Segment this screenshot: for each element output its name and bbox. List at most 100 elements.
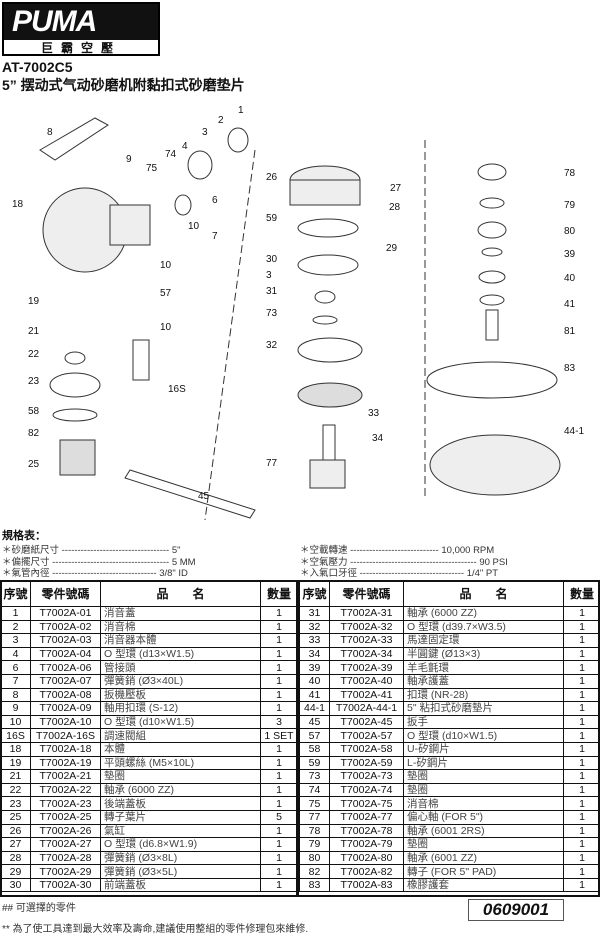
quantity: 1 — [563, 850, 600, 866]
part-number: T7002A-30 — [30, 877, 101, 893]
part-number: T7002A-22 — [30, 782, 101, 798]
part-name: 扣環 (NR-28) — [403, 687, 564, 703]
part-index: 78 — [299, 823, 330, 839]
part-number: T7002A-40 — [329, 673, 404, 689]
bearing-78-part — [477, 163, 507, 181]
part-index: 59 — [299, 755, 330, 771]
quantity: 1 — [563, 782, 600, 798]
spec-item: ＊空載轉速 ---------------------------- 10,00… — [300, 545, 495, 556]
washer-79-part — [479, 197, 505, 209]
part-index: 75 — [299, 796, 330, 811]
callout-label: 26 — [266, 172, 278, 183]
part-index: 28 — [0, 850, 31, 866]
spec-item: ＊入氣口牙徑 ---------------------------------… — [300, 568, 499, 579]
part-name: 墊圈 — [403, 782, 564, 798]
part-name: 羊毛氈環 — [403, 660, 564, 675]
part-number: T7002A-02 — [30, 619, 101, 635]
bearing-22-part — [64, 351, 86, 365]
callout-label: 75 — [146, 163, 158, 174]
part-number: T7002A-73 — [329, 769, 404, 784]
part-name: 軸承護蓋 — [403, 673, 564, 689]
quantity: 1 — [563, 714, 600, 730]
part-index: 30 — [0, 877, 31, 893]
part-index: 25 — [0, 809, 31, 825]
quantity: 1 — [563, 823, 600, 839]
rotor-part — [59, 439, 96, 476]
quantity: 1 — [563, 646, 600, 662]
part-name: 軸承 (6001 ZZ) — [403, 850, 564, 866]
callout-label: 40 — [564, 273, 576, 284]
specs-heading: 規格表： — [2, 530, 46, 542]
divider-line — [204, 149, 256, 521]
part-index: 8 — [0, 687, 31, 703]
part-name: 轉子 (FOR 5" PAD) — [403, 864, 564, 879]
muffler-cap-part — [227, 127, 249, 153]
quantity: 1 — [563, 864, 600, 879]
product-title: 5” 摆动式气动砂磨机附黏扣式砂磨垫片 — [2, 77, 245, 93]
part-name: O 型環 (d10×W1.5) — [100, 714, 261, 730]
quantity: 1 — [563, 728, 600, 743]
speed-valve-part — [132, 339, 150, 381]
callout-label: 31 — [266, 286, 278, 297]
part-index: 18 — [0, 741, 31, 757]
quantity: 1 — [260, 864, 298, 879]
part-name: 調速閥組 — [100, 728, 261, 743]
wrench-part — [124, 469, 256, 519]
part-number: T7002A-57 — [329, 728, 404, 743]
spec-item: ＊偏擺尺寸 ----------------------------------… — [2, 557, 196, 568]
part-number: T7002A-39 — [329, 660, 404, 675]
callout-label: 1 — [238, 105, 244, 116]
part-index: 41 — [299, 687, 330, 703]
part-number: T7002A-80 — [329, 850, 404, 866]
quantity: 1 — [260, 796, 298, 811]
callout-label: 39 — [564, 249, 576, 260]
callout-label: 28 — [389, 202, 401, 213]
quantity: 1 SET — [260, 728, 298, 743]
part-index: 79 — [299, 837, 330, 852]
part-name: 消音棉 — [100, 619, 261, 635]
valve-housing-part — [109, 204, 151, 246]
quantity: 1 — [563, 837, 600, 852]
part-index: 77 — [299, 809, 330, 825]
quantity: 1 — [563, 619, 600, 635]
part-name: O 型環 (d6.8×W1.9) — [100, 837, 261, 852]
part-number: T7002A-75 — [329, 796, 404, 811]
snap-ring-part — [479, 294, 505, 306]
part-number: T7002A-83 — [329, 877, 404, 893]
part-number: T7002A-34 — [329, 646, 404, 662]
quantity: 1 — [563, 660, 600, 675]
o-ring-32-part — [297, 337, 363, 363]
callout-label: 25 — [28, 459, 40, 470]
table-header-row: 序號零件號碼品 名數量 — [0, 580, 298, 607]
part-number: T7002A-07 — [30, 673, 101, 689]
callout-label: 80 — [564, 226, 576, 237]
part-name: 管接頭 — [100, 660, 261, 675]
callout-label: 10 — [188, 221, 200, 232]
part-index: 9 — [0, 701, 31, 716]
bearing-cap-part — [478, 270, 506, 284]
trigger-plate-part — [39, 117, 109, 161]
quantity: 1 — [563, 769, 600, 784]
part-number: T7002A-23 — [30, 796, 101, 811]
steel-plate-59-part — [297, 218, 359, 238]
motor-ring-part — [297, 382, 363, 408]
column-header: 零件號碼 — [329, 580, 404, 607]
part-index: 16S — [0, 728, 31, 743]
callout-label: 30 — [266, 254, 278, 265]
callout-label: 74 — [165, 149, 177, 160]
part-number: T7002A-58 — [329, 741, 404, 757]
